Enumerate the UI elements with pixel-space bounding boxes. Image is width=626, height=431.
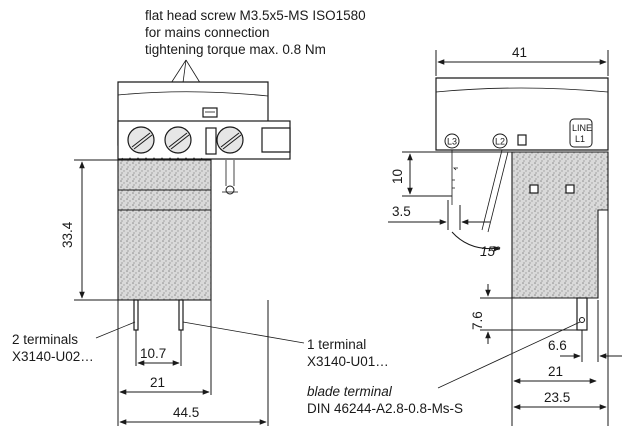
line-l1-badge xyxy=(569,118,593,148)
front-housing-break-line xyxy=(117,91,269,97)
label-l3: L3 xyxy=(447,137,457,147)
angled-wire xyxy=(481,149,509,233)
one-terminal-line1: 1 terminal xyxy=(307,337,366,352)
front-view: 33.4 10.7 21 44.5 xyxy=(60,81,291,426)
blade-terminal-note: blade terminal DIN 46244-A2.8-0.8-Ms-S xyxy=(307,321,581,416)
dim-pin-spacing-label: 10.7 xyxy=(140,346,166,361)
side-stippled-body xyxy=(511,151,609,299)
two-terminals-note: 2 terminals X3140-U02… xyxy=(12,321,136,364)
dim-ten-label: 10 xyxy=(390,169,405,184)
side-view: L3 L2 LINE L1 41 10 3.5 15° xyxy=(388,45,622,426)
screw-annotation-line1: flat head screw M3.5x5-MS ISO1580 xyxy=(145,8,366,23)
terminal-block-end xyxy=(261,127,291,153)
blade-terminal-hole xyxy=(579,317,585,323)
dim-seven-six-label: 7.6 xyxy=(470,311,485,330)
label-circle-l2 xyxy=(492,133,508,149)
label-line: LINE xyxy=(572,123,592,133)
dim-three-five-label: 3.5 xyxy=(392,204,411,219)
leader-line xyxy=(95,321,136,339)
front-top-tab xyxy=(202,107,218,118)
dim-angle-arc xyxy=(451,231,501,252)
side-small-tab xyxy=(517,134,527,146)
label-l2: L2 xyxy=(495,137,505,147)
screw-annotation: flat head screw M3.5x5-MS ISO1580 for ma… xyxy=(141,8,366,129)
terminal-separator xyxy=(205,127,217,155)
screw-head-1 xyxy=(127,126,155,154)
dim-height-label: 33.4 xyxy=(60,221,75,248)
screw-head-3 xyxy=(216,126,244,154)
pin-left xyxy=(133,299,139,331)
side-housing-upper xyxy=(435,77,609,151)
dim-six-six-label: 6.6 xyxy=(548,338,567,353)
side-housing-break-line xyxy=(435,87,609,93)
one-terminal-line2: X3140-U01… xyxy=(307,354,389,369)
blade-terminal-line1: blade terminal xyxy=(307,384,393,399)
dim-angle-label: 15° xyxy=(480,244,501,259)
label-l1: L1 xyxy=(575,134,585,144)
side-pin xyxy=(225,160,235,186)
screw-head-2 xyxy=(164,126,192,154)
dim-top-width-label: 41 xyxy=(512,45,527,60)
two-terminals-line2: X3140-U02… xyxy=(12,349,94,364)
blade-terminal xyxy=(576,297,588,331)
dim-inner-width-label: 21 xyxy=(150,375,165,390)
leader-line xyxy=(437,321,581,389)
blade-terminal-line2: DIN 46244-A2.8-0.8-Ms-S xyxy=(307,401,463,416)
side-pin-eye xyxy=(225,185,235,195)
one-terminal-note: 1 terminal X3140-U01… xyxy=(182,321,389,369)
front-stippled-body xyxy=(117,159,212,301)
dim-twenty-one-label: 21 xyxy=(548,364,563,379)
dim-total-width-label: 44.5 xyxy=(173,405,199,420)
dim-twenty-three-five-label: 23.5 xyxy=(544,390,570,405)
side-window xyxy=(529,184,539,194)
pin-right xyxy=(178,299,184,331)
label-circle-l3 xyxy=(444,133,460,149)
two-terminals-line1: 2 terminals xyxy=(12,332,78,347)
side-clamp xyxy=(451,150,458,205)
leader-line xyxy=(182,321,305,344)
screw-annotation-line2: for mains connection xyxy=(145,25,270,40)
screw-annotation-line3: tightening torque max. 0.8 Nm xyxy=(145,42,326,57)
side-window xyxy=(565,184,575,194)
